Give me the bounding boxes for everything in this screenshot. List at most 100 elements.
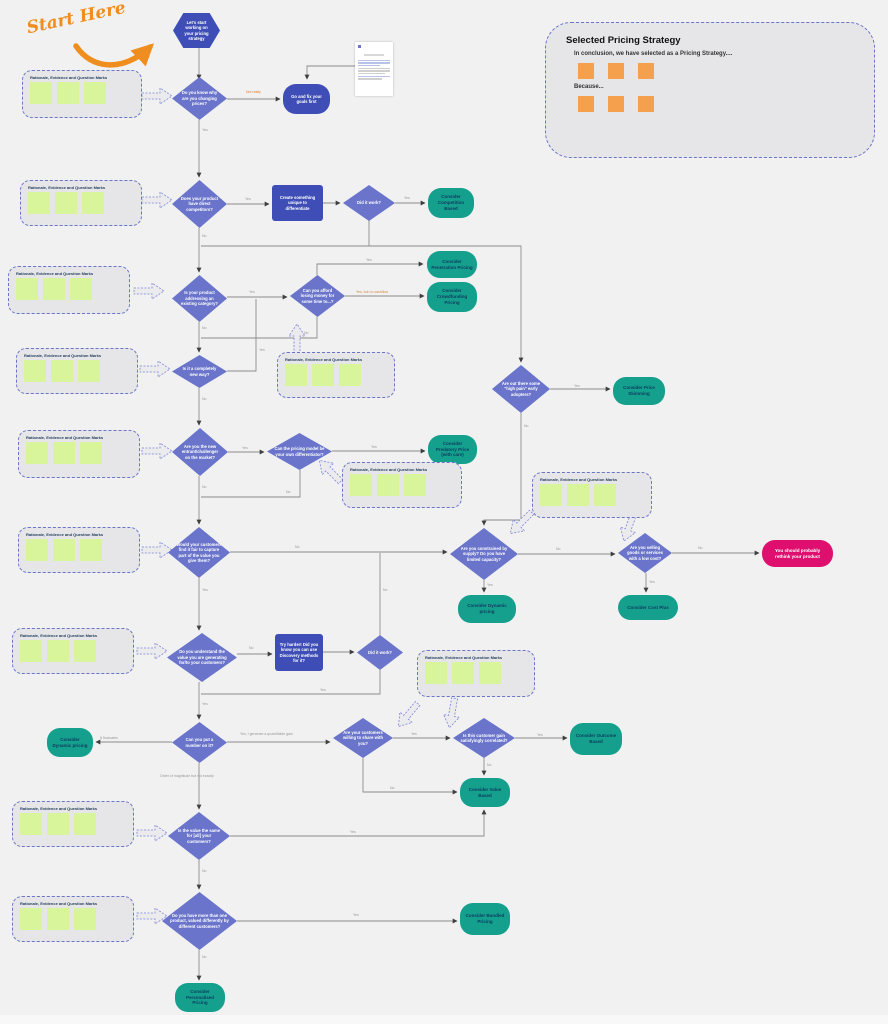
green-sticky-note[interactable] (74, 640, 96, 662)
green-sticky-note[interactable] (452, 662, 474, 684)
orange-sticky-note[interactable] (578, 63, 594, 79)
rationale-panel[interactable]: Rationale, Evidence and Question Marks (342, 462, 462, 508)
pill-rethink-product[interactable]: You should probably rethink your product (762, 540, 833, 567)
action-try-harder[interactable]: Try harder! Did you know you can use Dis… (275, 634, 323, 671)
panel-line2: Because... (574, 84, 604, 90)
edge-label: No (295, 545, 300, 549)
rationale-panel[interactable]: Rationale, Evidence and Question Marks (20, 180, 142, 226)
green-sticky-note[interactable] (43, 278, 65, 300)
green-sticky-note[interactable] (26, 442, 48, 464)
rationale-panel-label: Rationale, Evidence and Question Marks (28, 185, 106, 190)
rationale-panel[interactable]: Rationale, Evidence and Question Marks (277, 352, 395, 398)
orange-sticky-note[interactable] (608, 96, 624, 112)
green-sticky-note[interactable] (30, 82, 52, 104)
rationale-panel[interactable]: Rationale, Evidence and Question Marks (18, 527, 140, 573)
edge-label: It fluctuates (100, 736, 118, 740)
green-sticky-note[interactable] (425, 662, 447, 684)
start-hexagon[interactable]: Let's start working on your pricing stra… (173, 13, 220, 48)
action-create-unique[interactable]: Create something unique to differentiate (272, 185, 323, 221)
rationale-panel[interactable]: Rationale, Evidence and Question Marks (22, 70, 142, 118)
green-sticky-note[interactable] (82, 192, 104, 214)
rationale-panel[interactable]: Rationale, Evidence and Question Marks (12, 628, 134, 674)
panel-line1: In conclusion, we have selected as a Pri… (574, 51, 733, 57)
green-sticky-note[interactable] (47, 813, 69, 835)
rationale-panel-label: Rationale, Evidence and Question Marks (350, 467, 428, 472)
green-sticky-note[interactable] (20, 908, 42, 930)
green-sticky-note[interactable] (540, 484, 562, 506)
edge-label: Not really (246, 90, 261, 94)
edge-label: Yes (249, 290, 255, 294)
green-sticky-note[interactable] (285, 364, 307, 386)
green-sticky-note[interactable] (78, 360, 100, 382)
pill-penetration[interactable]: Consider Penetration Pricing (427, 251, 477, 278)
pill-predatory[interactable]: Consider Predatory Price (with care) (428, 435, 477, 464)
green-sticky-note[interactable] (404, 474, 426, 496)
pill-bundled-pricing[interactable]: Consider Bundled Pricing (460, 903, 510, 935)
note-line (358, 72, 386, 75)
edge-label: No (556, 547, 561, 551)
edge-label: Yes (371, 445, 377, 449)
green-sticky-note[interactable] (350, 474, 372, 496)
green-sticky-note[interactable] (47, 908, 69, 930)
green-sticky-note[interactable] (80, 539, 102, 561)
edge-label: Yes (202, 128, 208, 132)
edge-label: Yes, I generate a quantifiable gain (240, 732, 293, 736)
green-sticky-note[interactable] (53, 442, 75, 464)
rationale-panel[interactable]: Rationale, Evidence and Question Marks (18, 430, 140, 478)
green-sticky-note[interactable] (47, 640, 69, 662)
rationale-panel[interactable]: Rationale, Evidence and Question Marks (12, 896, 134, 942)
pill-competition-based[interactable]: Consider Competition Based (428, 188, 474, 218)
pill-value-based[interactable]: Consider Value Based (460, 778, 510, 807)
green-sticky-note[interactable] (84, 82, 106, 104)
green-sticky-note[interactable] (567, 484, 589, 506)
rationale-panel-label: Rationale, Evidence and Question Marks (425, 655, 503, 660)
green-sticky-note[interactable] (312, 364, 334, 386)
edge-label: Yes (353, 913, 359, 917)
green-sticky-note[interactable] (26, 539, 48, 561)
pill-outcome-based[interactable]: Consider Outcome Based (570, 723, 622, 755)
orange-sticky-note[interactable] (578, 96, 594, 112)
green-sticky-note[interactable] (20, 813, 42, 835)
rationale-panel[interactable]: Rationale, Evidence and Question Marks (16, 348, 138, 394)
pill-dynamic-pricing-left[interactable]: Consider Dynamic pricing (47, 728, 93, 757)
green-sticky-note[interactable] (53, 539, 75, 561)
green-sticky-note[interactable] (339, 364, 361, 386)
edge-label: No (202, 326, 207, 330)
edge-label: Yes (320, 688, 326, 692)
green-sticky-note[interactable] (55, 192, 77, 214)
green-sticky-note[interactable] (377, 474, 399, 496)
green-sticky-note[interactable] (28, 192, 50, 214)
green-sticky-note[interactable] (74, 813, 96, 835)
green-sticky-note[interactable] (594, 484, 616, 506)
green-sticky-note[interactable] (80, 442, 102, 464)
green-sticky-note[interactable] (70, 278, 92, 300)
edge-label: Yes (411, 732, 417, 736)
rationale-panel[interactable]: Rationale, Evidence and Question Marks (12, 801, 134, 847)
green-sticky-note[interactable] (24, 360, 46, 382)
note-card[interactable] (355, 42, 393, 96)
green-sticky-note[interactable] (16, 278, 38, 300)
orange-sticky-note[interactable] (608, 63, 624, 79)
green-sticky-note[interactable] (479, 662, 501, 684)
rationale-panel[interactable]: Rationale, Evidence and Question Marks (8, 266, 130, 314)
pill-personalised-pricing[interactable]: Consider Personalised Pricing (175, 983, 225, 1012)
green-sticky-note[interactable] (74, 908, 96, 930)
orange-sticky-note[interactable] (638, 63, 654, 79)
pill-fix-goals[interactable]: Go and fix your goals first (283, 84, 330, 114)
pill-price-skimming[interactable]: Consider Price Skimming (613, 377, 665, 405)
pill-cost-plus[interactable]: Consider Cost Plus (618, 595, 678, 620)
rationale-panel[interactable]: Rationale, Evidence and Question Marks (417, 650, 535, 697)
green-sticky-note[interactable] (51, 360, 73, 382)
rationale-panel[interactable]: Rationale, Evidence and Question Marks (532, 472, 652, 518)
note-line (358, 75, 390, 78)
edge-label: No (304, 331, 309, 335)
green-sticky-note[interactable] (57, 82, 79, 104)
pill-dynamic-pricing-right[interactable]: Consider Dynamic pricing (458, 595, 516, 623)
edge-label: No (698, 546, 703, 550)
selected-pricing-strategy-panel[interactable]: Selected Pricing Strategy In conclusion,… (545, 22, 875, 158)
pill-crowdfunding[interactable]: Consider Crowdfunding Pricing (427, 282, 477, 312)
orange-sticky-note[interactable] (638, 96, 654, 112)
green-sticky-note[interactable] (20, 640, 42, 662)
rationale-panel-label: Rationale, Evidence and Question Marks (20, 901, 98, 906)
